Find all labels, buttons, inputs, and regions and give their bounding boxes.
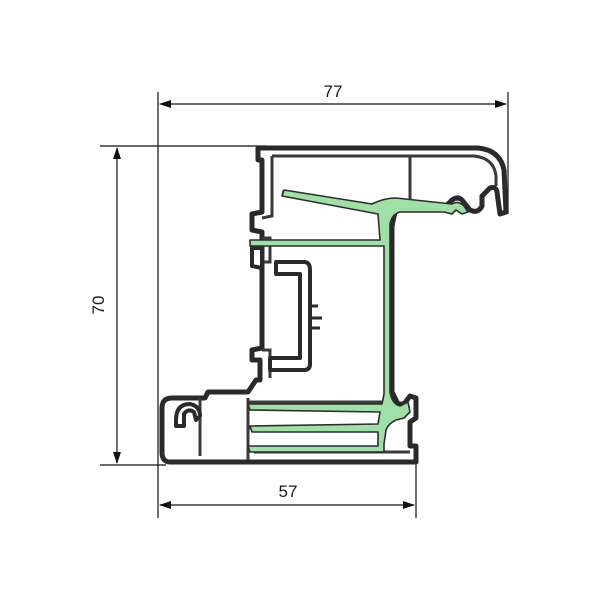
reinforcement-insert xyxy=(247,189,469,453)
dimension-label-top: 77 xyxy=(324,82,343,101)
glazing-bead-body xyxy=(268,260,312,372)
steel-reinforcement xyxy=(247,189,469,453)
glazing-bead xyxy=(250,246,322,372)
top-flange-inner xyxy=(272,154,498,186)
dimension-label-left: 70 xyxy=(89,296,108,315)
bead-clip-upper xyxy=(250,246,264,270)
bottom-gasket-hook xyxy=(174,402,202,428)
gasket-hook-shape xyxy=(174,402,202,428)
left-wall-inner xyxy=(261,156,274,220)
left-step-upper xyxy=(262,236,272,264)
pvc-profile xyxy=(159,145,509,465)
dimension-label-bottom: 57 xyxy=(279,482,298,501)
bead-tabs xyxy=(310,304,322,330)
profile-outer-wall xyxy=(159,145,509,465)
dimension-lines xyxy=(100,92,509,518)
